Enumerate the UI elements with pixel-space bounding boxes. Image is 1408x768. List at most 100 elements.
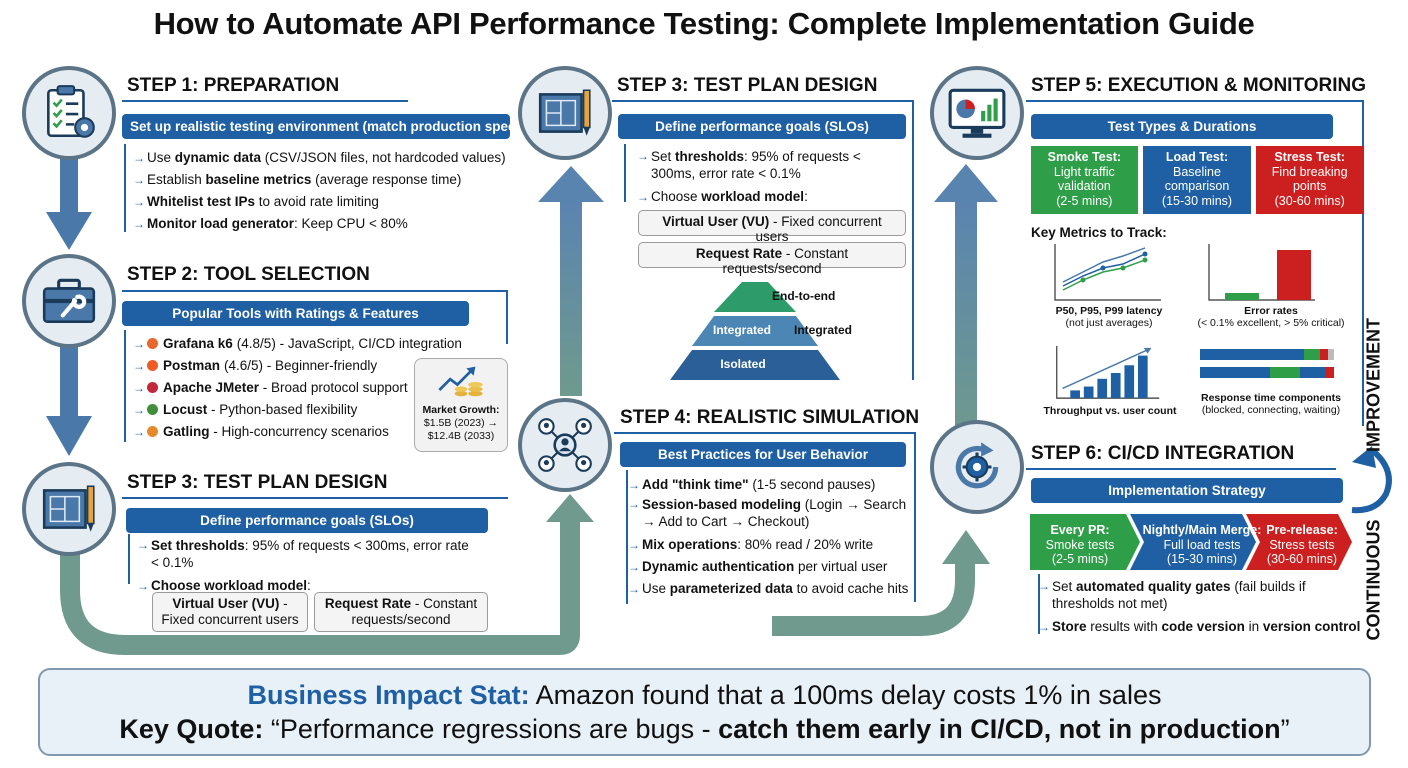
bullet-post: : 80% read / 20% write bbox=[737, 537, 874, 552]
bullet-b: Set thresholds bbox=[151, 538, 245, 553]
tool-desc: - Broad protocol support bbox=[259, 380, 408, 395]
step2-heading: STEP 2: TOOL SELECTION bbox=[127, 264, 370, 285]
tool-item: Apache JMeter - Broad protocol support bbox=[133, 377, 462, 399]
bullet-post: per virtual user bbox=[794, 559, 888, 574]
step6-pill: Implementation Strategy bbox=[1031, 478, 1343, 503]
bullet-post: results with bbox=[1086, 619, 1162, 634]
bullet-b: parameterized data bbox=[669, 581, 793, 596]
cicd-stage-pr: Every PR: Smoke tests (2-5 mins) bbox=[1032, 516, 1128, 567]
tool-desc: - High-concurrency scenarios bbox=[209, 424, 389, 439]
stage-pr-title: Every PR: bbox=[1050, 523, 1110, 537]
response-time-label: Response time components(blocked, connec… bbox=[1186, 392, 1356, 416]
bullet-post: (average response time) bbox=[311, 172, 462, 187]
test-type-title: Stress Test: bbox=[1274, 150, 1345, 164]
stage-prerelease-l1: Stress tests bbox=[1269, 537, 1335, 552]
bullet-post: (CSV/JSON files, not hardcoded values) bbox=[261, 150, 506, 165]
bullet-post: : bbox=[804, 189, 808, 204]
bullet-item: Add "think time" (1-5 second pauses) bbox=[628, 474, 910, 496]
u-turn-arrow bbox=[60, 520, 580, 655]
mid-up-arrow-shaft bbox=[560, 200, 582, 396]
bullet-item: Choose workload model: bbox=[637, 186, 907, 208]
model-rr-desc: - Constant requests/second bbox=[351, 596, 478, 627]
test-type-l2: points bbox=[1292, 179, 1327, 193]
step5-icon-circle bbox=[930, 66, 1024, 160]
step3-mid-icon-circle bbox=[518, 66, 612, 160]
step3-left-heading: STEP 3: TEST PLAN DESIGN bbox=[127, 472, 388, 493]
response-time-chart bbox=[1200, 349, 1334, 378]
latency-title: P50, P95, P99 latency bbox=[1055, 305, 1163, 317]
bullet-b: Session-based modeling bbox=[642, 497, 802, 512]
market-growth-line1: $1.5B (2023) → bbox=[423, 417, 499, 429]
test-type-l1: Find breaking bbox=[1271, 164, 1348, 179]
key-quote-post: ” bbox=[1280, 714, 1290, 744]
bullet-b: Store bbox=[1052, 619, 1087, 634]
step3-mid-model-vu: Virtual User (VU) - Fixed concurrent use… bbox=[638, 210, 906, 244]
bullet-b: thresholds bbox=[675, 149, 745, 164]
mid-up-arrow-head bbox=[538, 166, 604, 202]
growth-coins-icon bbox=[438, 366, 483, 397]
step3-left-model-rr: Request Rate - Constant requests/second bbox=[314, 592, 488, 632]
bullet-b: workload model bbox=[701, 189, 805, 204]
tool-name: Grafana k6 bbox=[163, 336, 233, 351]
metrics-title: Key Metrics to Track: bbox=[1031, 225, 1167, 240]
step4-icon-circle bbox=[518, 398, 612, 492]
tool-logo-icon bbox=[147, 426, 158, 437]
latency-sub: (not just averages) bbox=[1065, 317, 1153, 329]
step3-mid-underline bbox=[612, 100, 914, 102]
loop-arrow-head bbox=[1352, 446, 1376, 468]
step5-pill: Test Types & Durations bbox=[1031, 114, 1333, 139]
step1-heading: STEP 1: PREPARATION bbox=[127, 75, 340, 96]
bullet-post2: in bbox=[1244, 619, 1263, 634]
test-type-l3: (2-5 mins) bbox=[1056, 193, 1113, 208]
down-arrow-2 bbox=[46, 340, 92, 456]
tool-item: Locust - Python-based flexibility bbox=[133, 399, 462, 421]
step6-underline bbox=[1026, 468, 1336, 470]
latency-chart-label: P50, P95, P99 latency(not just averages) bbox=[1046, 305, 1172, 329]
error-rates-label: Error rates(< 0.1% excellent, > 5% criti… bbox=[1186, 305, 1356, 329]
step6-heading: STEP 6: CI/CD INTEGRATION bbox=[1031, 443, 1295, 464]
test-type-l3: (30-60 mins) bbox=[1274, 193, 1345, 208]
bullet-pre: Set bbox=[1052, 579, 1077, 594]
pyramid-middle-label: Integrated bbox=[712, 323, 771, 337]
test-type-l1: Baseline bbox=[1173, 164, 1221, 179]
bullet-post: : 95% of requests < 300ms, error rate < … bbox=[151, 538, 469, 570]
error-rates-sub: (< 0.1% excellent, > 5% critical) bbox=[1197, 317, 1345, 329]
tool-item: Grafana k6(4.8/5) - JavaScript, CI/CD in… bbox=[133, 333, 462, 355]
bullet-item: Use dynamic data (CSV/JSON files, not ha… bbox=[133, 147, 506, 169]
step3-mid-pill: Define performance goals (SLOs) bbox=[618, 114, 906, 139]
model-rr-title: Request Rate bbox=[695, 246, 783, 261]
bullet-pre: Set bbox=[651, 149, 676, 164]
bullet-item: Use parameterized data to avoid cache hi… bbox=[628, 578, 910, 600]
key-quote-line: Key Quote: “Performance regressions are … bbox=[40, 712, 1369, 746]
step3-mid-bullets: Set thresholds: 95% of requests < 300ms,… bbox=[637, 148, 907, 208]
user-network-icon bbox=[538, 418, 592, 472]
market-growth-card: Market Growth: $1.5B (2023) → $12.4B (20… bbox=[414, 358, 508, 452]
step3-mid-heading: STEP 3: TEST PLAN DESIGN bbox=[617, 75, 878, 96]
step3-left-bullets: Set thresholds: 95% of requests < 300ms,… bbox=[137, 537, 477, 597]
step1-underline bbox=[122, 100, 408, 102]
cicd-stage-prerelease: Pre-release: Stress tests (30-60 mins) bbox=[1256, 516, 1348, 567]
step1-bracket bbox=[124, 144, 126, 232]
model-rr-desc: - Constant requests/second bbox=[722, 246, 849, 276]
step3-left-icon-circle bbox=[22, 462, 116, 556]
bullet-pre: Use bbox=[147, 150, 175, 165]
step5-underline bbox=[1026, 100, 1364, 102]
market-growth-line2: $12.4B (2033) bbox=[427, 430, 495, 442]
bullet-pre: Choose bbox=[651, 189, 702, 204]
bullet-item: Store results with code version in versi… bbox=[1038, 616, 1360, 638]
impact-stat-label: Business Impact Stat: bbox=[247, 680, 530, 710]
test-type-title: Smoke Test: bbox=[1047, 150, 1122, 164]
test-type-l2: validation bbox=[1057, 179, 1111, 193]
test-type-title: Load Test: bbox=[1165, 150, 1229, 164]
cicd-cycle-gear-icon bbox=[955, 442, 999, 489]
tool-name: Locust bbox=[163, 402, 208, 417]
tool-name: Apache JMeter bbox=[163, 380, 260, 395]
bullet-item: Set thresholds: 95% of requests < 300ms,… bbox=[137, 537, 477, 571]
model-vu-desc: - Fixed concurrent users bbox=[755, 214, 882, 244]
step4-underline bbox=[614, 432, 916, 434]
tool-logo-icon bbox=[147, 382, 158, 393]
bullet-item: Set automated quality gates (fail builds… bbox=[1038, 578, 1338, 612]
